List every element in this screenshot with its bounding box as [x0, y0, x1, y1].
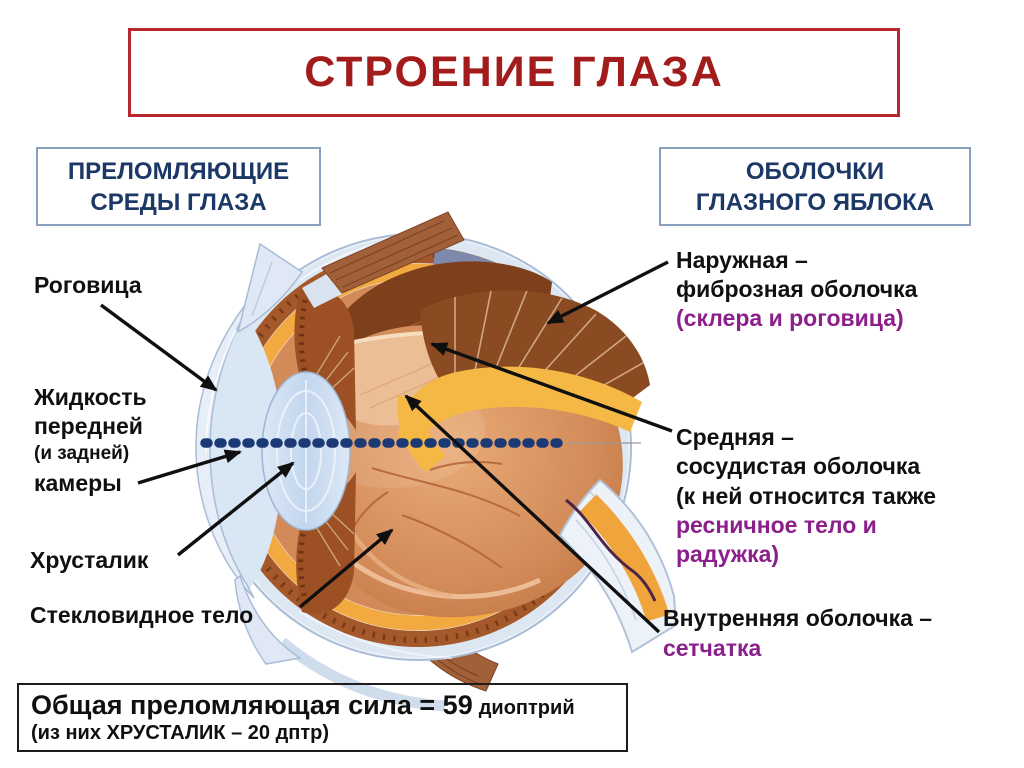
middle-membrane-line5: радужка) [676, 541, 780, 568]
outer-membrane-line3: (склера и роговица) [676, 305, 904, 331]
title-box: СТРОЕНИЕ ГЛАЗА [128, 28, 900, 117]
refractive-power-value: Общая преломляющая сила = 59 [31, 690, 473, 720]
anterior-chamber [206, 312, 283, 592]
label-cornea: Роговица [34, 272, 142, 298]
outer-membrane-line2: фиброзная оболочка [676, 276, 918, 302]
arrow-cornea [99, 303, 218, 392]
arrow-inner-membrane [404, 394, 661, 634]
label-vitreous-body: Стекловидное тело [30, 602, 254, 628]
page-title: СТРОЕНИЕ ГЛАЗА [304, 48, 724, 96]
middle-membrane-line2: сосудистая оболочка [676, 453, 921, 480]
superior-muscle [302, 211, 465, 308]
inner-membrane-line2: сетчатка [663, 635, 762, 661]
middle-membrane-line4: ресничное тело и [676, 511, 877, 538]
sclera-flaps [234, 242, 304, 665]
middle-membrane-line3: (к ней относится также [676, 482, 937, 509]
arrow-aqueous [137, 449, 242, 485]
outer-membrane-line1: Наружная – [676, 247, 808, 273]
optic-nerve [558, 478, 678, 654]
aqueous-line3: (и задней) [34, 443, 130, 464]
aqueous-line4: камеры [34, 469, 122, 496]
arrow-middle-membrane [430, 342, 673, 433]
eyeball-membranes-line1: ОБОЛОЧКИ [745, 157, 885, 185]
aqueous-line2: передней [34, 412, 143, 439]
aqueous-line1: Жидкость [34, 384, 147, 410]
refractive-power-detail: (из них ХРУСТАЛИК – 20 дптр) [31, 722, 330, 744]
label-inner-membrane: Внутренняя оболочка – сетчатка [663, 603, 932, 663]
label-aqueous-humor: Жидкость передней (и задней) камеры [34, 383, 147, 497]
pointer-arrows [99, 260, 673, 634]
eyeball-membranes-box: ОБОЛОЧКИ ГЛАЗНОГО ЯБЛОКА [659, 147, 971, 226]
arrow-lens [176, 461, 295, 557]
refracting-media-line1: ПРЕЛОМЛЯЮЩИЕ [67, 157, 290, 185]
arrow-outer-membrane [546, 260, 669, 325]
retina-edge [397, 366, 642, 472]
refracting-media-line2: СРЕДЫ ГЛАЗА [90, 188, 267, 216]
eyeball-membranes-line2: ГЛАЗНОГО ЯБЛОКА [695, 188, 935, 216]
refracting-media-box: ПРЕЛОМЛЯЮЩИЕ СРЕДЫ ГЛАЗА [36, 147, 321, 226]
arrow-vitreous [298, 528, 394, 609]
refractive-power-unit: диоптрий [478, 697, 575, 719]
label-lens: Хрусталик [30, 547, 149, 573]
label-outer-membrane: Наружная – фиброзная оболочка (склера и … [676, 246, 917, 333]
inner-membrane-line1: Внутренняя оболочка – [663, 605, 933, 631]
label-middle-membrane: Средняя – сосудистая оболочка (к ней отн… [676, 423, 936, 569]
lens [261, 371, 351, 531]
middle-membrane-line1: Средняя – [676, 424, 794, 450]
